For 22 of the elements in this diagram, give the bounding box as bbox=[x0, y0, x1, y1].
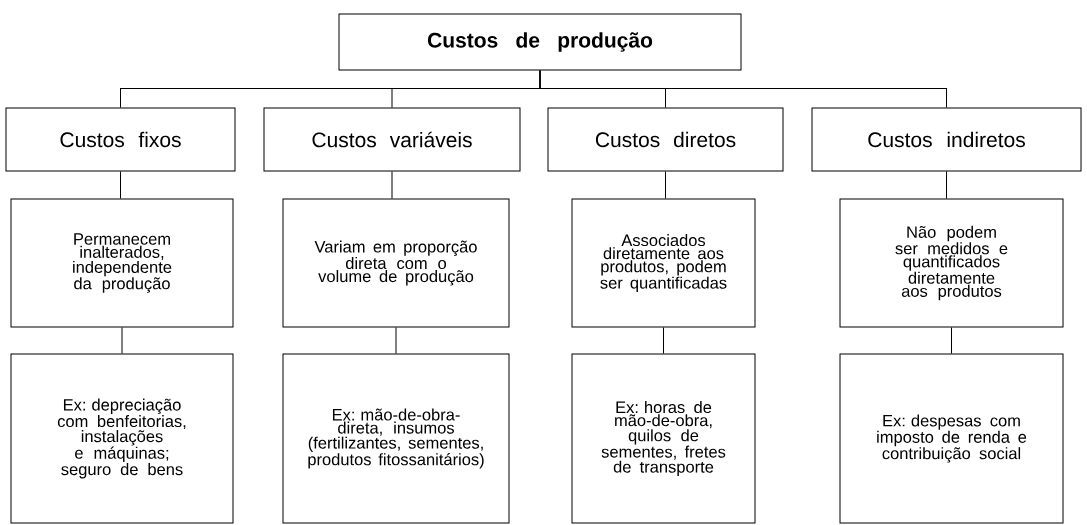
description-box: Não podem ser medidos e quantificados diretamente aos produtos bbox=[839, 198, 1064, 328]
connector-line bbox=[391, 171, 393, 199]
example-box: Ex: depreciação com benfeitorias, instalações e máquinas; seguro de bens bbox=[10, 353, 234, 524]
example-box: Ex: horas de mão-de-obra, quilos de sementes, fretes de transporte bbox=[571, 353, 756, 524]
connector-line bbox=[121, 327, 123, 354]
category-box: Custos diretos bbox=[547, 107, 784, 172]
example-box: Ex: despesas com imposto de renda e contribuição social bbox=[839, 353, 1064, 524]
example-box: Ex: mão-de-obra-direta, insumos (fertilizantes, sementes, produtos fitossanitários) bbox=[282, 353, 510, 524]
connector-line bbox=[120, 171, 121, 199]
category-box: Custos indiretos bbox=[811, 107, 1082, 172]
description-box: Variam em proporção direta com o volume de produção bbox=[282, 198, 510, 328]
connector-line bbox=[665, 171, 666, 199]
category-box: Custos variáveis bbox=[263, 107, 521, 172]
description-box: Permanecem inalterados, independente da produção bbox=[10, 198, 234, 328]
connector-line bbox=[946, 171, 947, 199]
connector-line bbox=[539, 70, 947, 108]
connector-line bbox=[951, 327, 952, 354]
connector-line bbox=[395, 327, 397, 354]
category-box: Custos fixos bbox=[5, 107, 236, 172]
description-box: Associados diretamente aos produtos, podem ser quantificadas bbox=[571, 198, 756, 328]
title-box: Custos de produção bbox=[338, 13, 742, 71]
connector-line bbox=[663, 327, 664, 354]
